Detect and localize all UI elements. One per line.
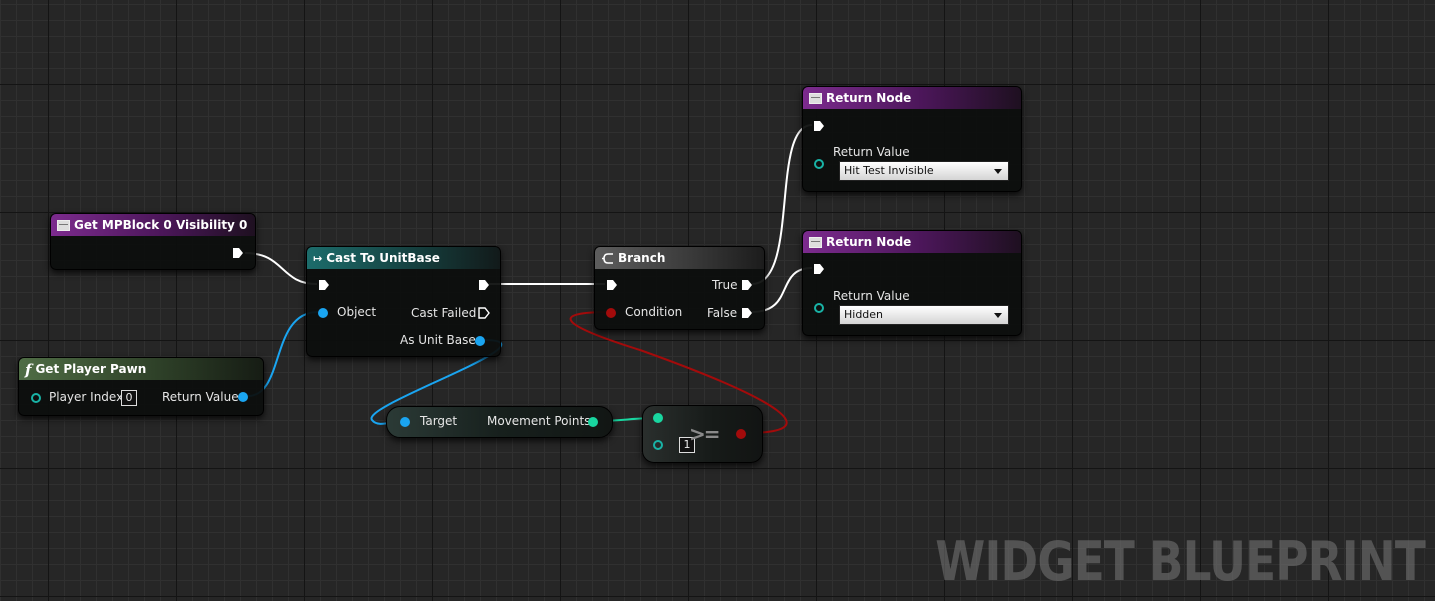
condition-pin[interactable] (606, 308, 616, 318)
false-label: False (707, 306, 738, 320)
operator-label: >= (689, 422, 720, 446)
exec-out-pin[interactable] (232, 247, 244, 259)
player-index-pin[interactable] (31, 393, 41, 403)
return-value-label: Return Value (162, 390, 239, 404)
function-box-icon (809, 237, 822, 248)
a-input-pin[interactable] (653, 413, 663, 423)
visibility-dropdown-value: Hidden (844, 308, 884, 321)
return-node-bottom[interactable]: Return Node Return Value Hidden (802, 230, 1022, 336)
exec-in-pin[interactable] (813, 263, 825, 275)
cast-to-unitbase-node[interactable]: ↦Cast To UnitBase Object Cast Failed As … (306, 246, 501, 357)
chevron-down-icon (994, 313, 1002, 318)
branch-title: Branch (618, 251, 666, 265)
return-bottom-header[interactable]: Return Node (803, 231, 1021, 253)
return-top-title: Return Node (826, 91, 912, 105)
b-input-value[interactable]: 1 (679, 437, 695, 453)
branch-icon (602, 253, 613, 264)
true-label: True (712, 278, 738, 292)
target-pin[interactable] (400, 417, 410, 427)
return-node-top[interactable]: Return Node Return Value Hit Test Invisi… (802, 86, 1022, 192)
movement-points-node[interactable]: Target Movement Points (386, 406, 613, 438)
movement-points-label: Movement Points (487, 414, 591, 428)
function-box-icon (57, 220, 70, 231)
chevron-down-icon (994, 169, 1002, 174)
get-visibility-header[interactable]: Get MPBlock 0 Visibility 0 (51, 214, 255, 236)
return-value-pin[interactable] (814, 159, 824, 169)
player-index-value[interactable]: 0 (121, 390, 137, 406)
return-value-pin[interactable] (814, 303, 824, 313)
cast-failed-label: Cast Failed (411, 306, 477, 320)
return-value-label: Return Value (833, 289, 910, 303)
exec-in-pin[interactable] (813, 120, 825, 132)
get-visibility-title: Get MPBlock 0 Visibility 0 (74, 218, 248, 232)
widget-blueprint-watermark: WIDGET BLUEPRINT (935, 530, 1426, 593)
greater-equal-node[interactable]: 1 >= (642, 405, 763, 463)
true-exec-pin[interactable] (741, 279, 753, 291)
visibility-dropdown[interactable]: Hit Test Invisible (839, 161, 1009, 181)
visibility-dropdown[interactable]: Hidden (839, 305, 1009, 325)
cast-arrow-icon: ↦ (313, 251, 323, 265)
player-index-label: Player Index (49, 390, 124, 404)
exec-in-pin[interactable] (318, 279, 330, 291)
get-player-pawn-title: Get Player Pawn (35, 362, 147, 376)
movement-points-pin[interactable] (588, 417, 598, 427)
cast-failed-exec-pin[interactable] (478, 307, 490, 319)
exec-in-pin[interactable] (606, 279, 618, 291)
branch-header[interactable]: Branch (595, 247, 764, 269)
target-label: Target (420, 414, 458, 428)
cast-title: Cast To UnitBase (326, 251, 440, 265)
return-value-label: Return Value (833, 145, 910, 159)
object-label: Object (337, 305, 377, 319)
return-bottom-title: Return Node (826, 235, 912, 249)
get-visibility-node[interactable]: Get MPBlock 0 Visibility 0 (50, 213, 256, 270)
function-box-icon (809, 93, 822, 104)
function-f-icon: f (25, 360, 32, 379)
b-input-pin[interactable] (653, 440, 663, 450)
visibility-dropdown-value: Hit Test Invisible (844, 164, 934, 177)
result-pin[interactable] (736, 429, 746, 439)
exec-out-pin[interactable] (478, 279, 490, 291)
cast-header[interactable]: ↦Cast To UnitBase (307, 247, 500, 269)
branch-node[interactable]: Branch True Condition False (594, 246, 765, 330)
as-unit-base-pin[interactable] (475, 336, 485, 346)
return-value-pin[interactable] (238, 392, 248, 402)
as-unit-base-label: As Unit Base (400, 333, 476, 347)
return-top-header[interactable]: Return Node (803, 87, 1021, 109)
false-exec-pin[interactable] (741, 307, 753, 319)
object-pin[interactable] (318, 308, 328, 318)
condition-label: Condition (625, 305, 683, 319)
